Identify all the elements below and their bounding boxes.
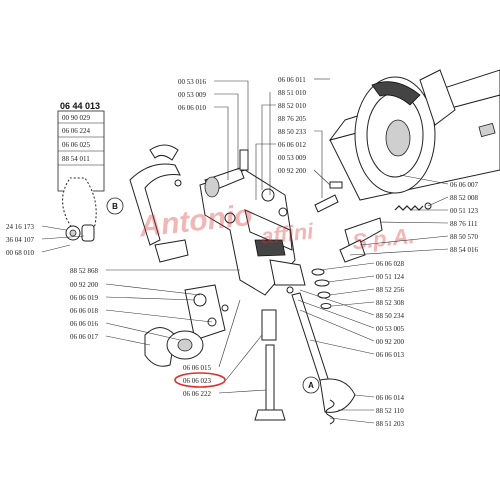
labels-left: 24 16 173 36 04 107 00 68 010	[6, 223, 85, 257]
part-number: 06 06 018	[70, 307, 99, 315]
part-number-highlighted: 06 06 023	[183, 377, 212, 385]
ref-box-title: 06 44 013	[60, 101, 100, 111]
labels-right-upper: 06 06 007 88 52 008 00 51 123 88 76 111 …	[349, 174, 479, 256]
part-number: 88 51 203	[376, 420, 405, 428]
labels-bottom-center: 06 06 015 06 06 023 06 06 222	[174, 299, 267, 398]
part-number: 88 51 010	[278, 89, 307, 97]
part-number: 06 06 014	[376, 394, 405, 402]
callout-a-circle	[302, 376, 320, 394]
labels-right-mid: 06 06 028 00 51 124 88 52 256 88 52 308 …	[297, 260, 405, 359]
part-number: 00 92 200	[376, 338, 405, 346]
ref-box-item: 06 06 025	[62, 141, 91, 149]
part-number: 00 53 009	[278, 154, 307, 162]
part-number: 00 51 123	[450, 207, 479, 215]
part-number: 06 06 013	[376, 351, 405, 359]
labels-left-lower: 88 52 868 00 92 200 06 06 019 06 06 018 …	[70, 267, 240, 346]
part-number: 88 50 570	[450, 233, 479, 241]
linkage-parts-left	[61, 177, 97, 242]
labels-right-lower: 06 06 014 88 52 110 88 51 203	[329, 394, 405, 428]
callout-b-circle	[106, 197, 124, 215]
part-number: 88 54 016	[450, 246, 479, 254]
part-number: 06 06 015	[183, 364, 212, 372]
callout-b: B	[112, 202, 118, 211]
reference-box: 06 44 013 00 90 029 06 06 224 06 06 025 …	[57, 101, 105, 192]
part-number: 06 06 019	[70, 294, 99, 302]
watermark-text: S.p.A.	[351, 223, 416, 254]
watermark-text: affini	[260, 218, 315, 248]
part-number: 88 50 234	[376, 312, 405, 320]
lower-left-assembly	[144, 284, 229, 367]
washer-stack	[286, 268, 332, 309]
part-number: 88 76 205	[278, 115, 307, 123]
transmission-housing	[328, 69, 500, 201]
part-number: 06 06 007	[450, 181, 479, 189]
part-number: 06 06 011	[278, 76, 306, 84]
part-number: 06 06 028	[376, 260, 405, 268]
part-number: 88 52 256	[376, 286, 405, 294]
part-number: 88 76 111	[450, 220, 478, 228]
part-number: 88 52 010	[278, 102, 307, 110]
part-number: 06 06 010	[178, 104, 207, 112]
ref-box-item: 06 06 224	[62, 127, 91, 135]
part-number: 24 16 173	[6, 223, 35, 231]
part-number: 00 53 005	[376, 325, 405, 333]
part-number: 00 92 200	[70, 281, 99, 289]
part-number: 00 51 124	[376, 273, 405, 281]
labels-top: 00 53 016 00 53 009 06 06 010	[178, 78, 249, 180]
part-number: 00 92 200	[278, 167, 307, 175]
part-number: 88 52 868	[70, 267, 99, 275]
part-number: 00 68 010	[6, 249, 35, 257]
part-number: 06 06 222	[183, 390, 212, 398]
part-number: 00 53 016	[178, 78, 207, 86]
callout-a: A	[308, 381, 314, 390]
part-number: 36 04 107	[6, 236, 35, 244]
part-number: 06 06 016	[70, 320, 99, 328]
selector-shaft: A	[291, 292, 356, 425]
central-shift-mechanism	[199, 149, 306, 296]
bottom-pin-and-fork	[254, 309, 286, 421]
part-number: 00 53 009	[178, 91, 207, 99]
part-number: 88 52 110	[376, 407, 404, 415]
ref-box-item: 88 54 011	[62, 155, 90, 163]
part-number: 88 50 233	[278, 128, 307, 136]
part-number: 06 06 012	[278, 141, 307, 149]
highlight-circle	[174, 372, 226, 388]
ref-box-item: 00 90 029	[62, 114, 91, 122]
part-number: 88 52 308	[376, 299, 405, 307]
part-number: 06 06 017	[70, 333, 99, 341]
fork-bracket: B	[106, 144, 189, 263]
lever-and-spring-right	[314, 181, 432, 263]
labels-center-column: 06 06 011 88 51 010 88 52 010 88 76 205 …	[255, 76, 331, 200]
part-number: 88 52 008	[450, 194, 479, 202]
